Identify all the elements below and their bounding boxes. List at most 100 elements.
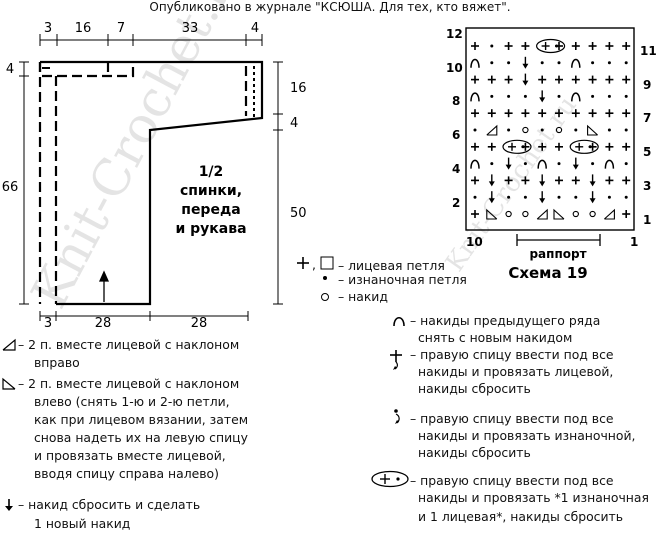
purl-symbol: [624, 128, 628, 132]
page-header: Опубликовано в журнале "КСЮША. Для тех, …: [149, 0, 511, 14]
purl-symbol: [507, 128, 511, 132]
yo-symbol: [522, 210, 529, 218]
knit-under-icon: [390, 350, 402, 370]
prev-yo-symbol: [571, 58, 581, 68]
col-10: 10: [466, 235, 483, 249]
legend-combo-2: накиды и провязать *1 изнаночная: [418, 490, 649, 505]
yo-symbol: [505, 210, 512, 218]
k2tog-right-icon: [2, 338, 16, 351]
dim-top-3: 3: [44, 21, 52, 36]
dim-top-16: 16: [75, 21, 92, 36]
purl-symbol: [591, 61, 595, 65]
legend-yo: – накид: [338, 289, 388, 304]
row-6: 6: [452, 128, 460, 142]
purl-symbol: [507, 94, 511, 98]
drop-symbol: [522, 80, 529, 86]
row-9: 9: [643, 78, 651, 92]
dim-right-16: 16: [290, 81, 307, 96]
chart-grid: [470, 38, 631, 220]
purl-symbol: [490, 162, 494, 166]
legend-knit-under-2: накиды и провязать лицевой,: [418, 364, 614, 379]
knit-icon: [297, 257, 309, 269]
k2tog-r-symbol: [486, 124, 498, 136]
dim-top-4: 4: [251, 21, 259, 36]
k2tog-l-symbol: [553, 208, 565, 220]
pattern-title-2: спинки,: [180, 183, 242, 199]
legend-knit-under-1: – правую спицу ввести под все: [410, 347, 614, 362]
purl-under-icon: [394, 409, 400, 424]
grain-arrow: [98, 270, 110, 302]
drop-arrow-icon: [5, 499, 13, 511]
chart-row-numbers: 12 10 8 6 4 2 11 9 7 5 3 1 10 1: [446, 27, 657, 249]
purl-symbol: [607, 94, 611, 98]
row-2: 2: [452, 196, 460, 210]
k2tog-r-symbol: [604, 208, 615, 220]
dim-right-4: 4: [290, 116, 298, 131]
dim-right-50: 50: [290, 206, 307, 221]
row-5: 5: [643, 145, 651, 159]
purl-symbol: [540, 61, 544, 65]
purl-symbol: [607, 128, 611, 132]
purl-symbol: [507, 195, 511, 199]
comma: ,: [312, 257, 316, 272]
pattern-title-4: и рукава: [175, 221, 246, 237]
legend-prev-yo-1: – накиды предыдущего ряда: [410, 313, 601, 328]
yo-symbol: [589, 210, 596, 218]
purl-symbol: [591, 94, 595, 98]
yo-circle-icon: [321, 293, 329, 301]
legend-purl-under-2: накиды и провязать изнаночной,: [418, 428, 636, 443]
legend-knit: – лицевая петля: [338, 258, 445, 273]
right-dimension-line: [273, 61, 283, 305]
prev-yo-symbol: [470, 159, 480, 169]
drop-symbol: [589, 181, 596, 187]
purl-symbol: [591, 162, 595, 166]
row-10: 10: [446, 61, 463, 75]
combo-symbol: [502, 139, 532, 154]
prev-yo-symbol: [537, 159, 547, 169]
purl-symbol: [523, 195, 527, 199]
purl-symbol: [557, 162, 561, 166]
purl-symbol: [507, 61, 511, 65]
drop-symbol: [539, 97, 546, 103]
prev-yo-symbol: [470, 58, 480, 68]
yo-symbol: [555, 126, 563, 134]
pattern-title-1: 1/2: [199, 164, 224, 180]
dim-bottom-3: 3: [44, 316, 52, 331]
pattern-diagram: 3 16 7 33 4 4 66 16 4 50: [2, 21, 307, 331]
purl-symbol: [540, 128, 544, 132]
drop-symbol: [505, 164, 512, 170]
drop-symbol: [488, 181, 495, 187]
purl-symbol: [523, 162, 527, 166]
dim-left-4: 4: [6, 62, 14, 77]
legend-combo-1: – правую спицу ввести под все: [410, 473, 614, 488]
pattern-dashed-lines: [38, 62, 248, 304]
prev-yo-icon: [393, 316, 405, 327]
dim-left-66: 66: [2, 180, 19, 195]
legend-knit-under-3: накиды сбросить: [418, 381, 531, 396]
legend-k2tog-r-2: вправо: [34, 355, 80, 370]
purl-symbol: [624, 61, 628, 65]
combo-icon: [371, 470, 409, 488]
left-dimension-line: [19, 61, 29, 305]
stitch-chart: 12 10 8 6 4 2 11 9 7 5 3 1 10 1 раппорт …: [446, 27, 657, 282]
prev-yo-symbol: [604, 159, 615, 169]
purl-symbol: [624, 162, 628, 166]
purl-symbol: [473, 195, 477, 199]
combo-symbol: [535, 38, 566, 54]
purl-symbol: [557, 195, 561, 199]
row-3: 3: [643, 179, 651, 193]
legend-purl: – изнаночная петля: [338, 272, 467, 287]
legend-k2tog-l-2: влево (снять 1-ю и 2-ю петли,: [34, 394, 230, 409]
row-7: 7: [643, 111, 651, 125]
drop-symbol: [539, 181, 546, 187]
prev-yo-symbol: [571, 92, 581, 102]
top-dimension-line: [39, 34, 263, 46]
k2tog-l-symbol: [486, 208, 498, 220]
purl-symbol: [574, 128, 578, 132]
scheme-title: Схема 19: [508, 264, 587, 282]
repeat-label: раппорт: [529, 247, 586, 261]
row-1: 1: [643, 213, 651, 227]
purl-symbol: [557, 94, 561, 98]
yo-symbol: [522, 126, 529, 134]
drop-symbol: [572, 164, 579, 170]
